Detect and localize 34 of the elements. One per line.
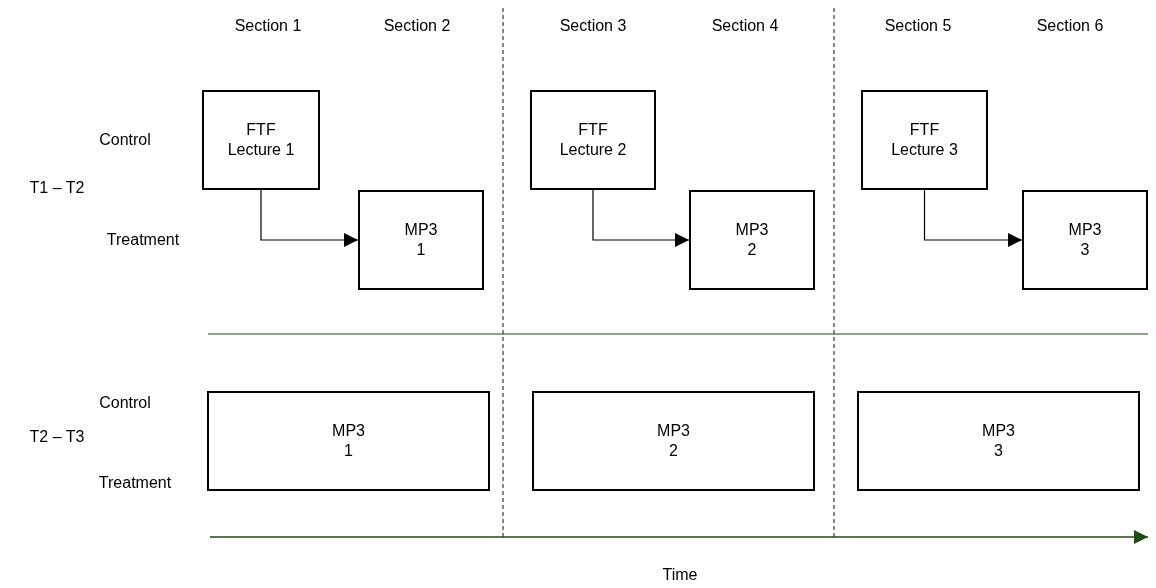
row-label: Treatment <box>98 474 172 492</box>
process-box <box>532 391 815 491</box>
process-box <box>689 190 815 290</box>
row-label: Control <box>99 131 151 149</box>
process-box <box>1022 190 1148 290</box>
box-text: FTF Lecture 2 <box>558 120 628 160</box>
arrow <box>260 189 359 247</box>
box-text: MP3 2 <box>656 421 691 461</box>
box-text: MP3 2 <box>734 220 770 260</box>
row-label: T2 – T3 <box>29 428 85 446</box>
column-heading: Section 6 <box>1036 17 1104 35</box>
box-text: MP3 3 <box>981 421 1016 461</box>
process-box <box>857 391 1140 491</box>
process-box <box>530 90 656 190</box>
process-box <box>207 391 490 491</box>
box-text: MP3 1 <box>403 220 439 260</box>
arrow <box>923 189 1023 247</box>
column-heading: Section 2 <box>383 17 451 35</box>
column-heading: Section 5 <box>884 17 952 35</box>
row-label: T1 – T2 <box>29 179 85 197</box>
process-box <box>202 90 320 190</box>
box-text: FTF Lecture 3 <box>890 120 959 160</box>
row-label: Control <box>99 394 151 412</box>
column-heading: Section 1 <box>234 17 302 35</box>
column-heading: Section 4 <box>711 17 779 35</box>
process-box <box>358 190 484 290</box>
box-text: FTF Lecture 1 <box>226 120 296 160</box>
process-box <box>861 90 988 190</box>
column-heading: Section 3 <box>559 17 627 35</box>
box-text: MP3 1 <box>331 421 366 461</box>
row-label: Treatment <box>106 231 180 249</box>
axis-label: Time <box>662 566 698 584</box>
arrow <box>592 189 690 247</box>
box-text: MP3 3 <box>1067 220 1103 260</box>
